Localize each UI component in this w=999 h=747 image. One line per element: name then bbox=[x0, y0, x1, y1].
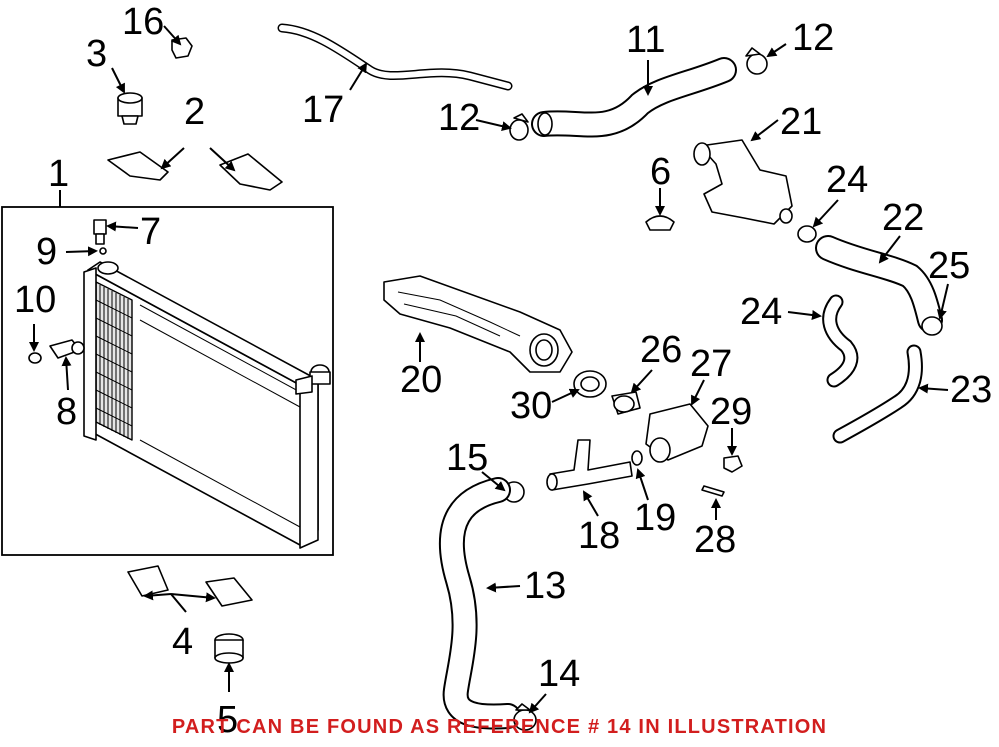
part-26-thermostat bbox=[611, 391, 641, 415]
callout-27: 27 bbox=[690, 343, 732, 385]
callout-9: 9 bbox=[36, 231, 57, 273]
part-22-hose bbox=[817, 237, 941, 331]
callout-18: 18 bbox=[578, 515, 620, 557]
part-9-oring bbox=[99, 247, 107, 255]
part-25-clamp-upper bbox=[797, 225, 817, 243]
callout-20: 20 bbox=[400, 359, 442, 401]
callout-23: 23 bbox=[950, 369, 992, 411]
callout-26: 26 bbox=[640, 329, 682, 371]
callout-11: 11 bbox=[626, 19, 665, 61]
callout-7: 7 bbox=[140, 211, 161, 253]
callout-25-upper: 24 bbox=[826, 159, 868, 201]
part-11-hose-end bbox=[537, 112, 553, 136]
callout-13: 13 bbox=[524, 565, 566, 607]
callout-16: 17 bbox=[302, 89, 344, 131]
part-23-hose bbox=[834, 346, 921, 442]
callout-19: 19 bbox=[634, 497, 676, 539]
part-2-brackets bbox=[107, 151, 283, 191]
part-18-pipe bbox=[546, 439, 633, 491]
callout-28: 28 bbox=[694, 519, 736, 561]
callout-3: 3 bbox=[86, 33, 107, 75]
part-10-oring bbox=[28, 352, 42, 364]
part-11-hose bbox=[533, 59, 735, 136]
callout-5: 5 bbox=[217, 699, 238, 741]
part-12-clamp-right bbox=[745, 47, 768, 75]
radiator-box bbox=[1, 206, 334, 556]
part-7-drain-plug bbox=[93, 219, 107, 245]
part-5-mount bbox=[214, 633, 244, 664]
callout-14: 14 bbox=[538, 653, 580, 695]
part-19-oring bbox=[631, 450, 643, 466]
callout-29: 29 bbox=[710, 391, 752, 433]
part-25-clamp-lower bbox=[921, 316, 943, 336]
part-20-housing bbox=[383, 275, 573, 373]
callout-1: 1 bbox=[48, 153, 69, 195]
part-4-brackets bbox=[127, 565, 253, 607]
radiator-core bbox=[83, 261, 331, 549]
part-14-clamp bbox=[513, 703, 537, 731]
callout-6: 6 bbox=[650, 151, 671, 193]
callout-labels: 16 3 2 1 7 9 10 8 4 5 17 11 12 12 21 6 2… bbox=[14, 1, 992, 741]
part-3-mount bbox=[117, 92, 143, 125]
callout-15: 15 bbox=[446, 437, 488, 479]
callout-12-left: 12 bbox=[438, 97, 480, 139]
callout-21: 21 bbox=[780, 101, 822, 143]
part-27-housing bbox=[645, 403, 709, 463]
part-24-hose bbox=[824, 296, 857, 386]
callout-17: 16 bbox=[122, 1, 164, 43]
callout-24: 24 bbox=[740, 291, 782, 333]
part-6-cap bbox=[645, 215, 675, 231]
reference-notice: PART CAN BE FOUND AS REFERENCE # 14 IN I… bbox=[171, 716, 828, 738]
part-29-sensor bbox=[723, 455, 743, 473]
callout-30: 30 bbox=[510, 385, 552, 427]
part-16-rod bbox=[279, 25, 511, 89]
part-8-fitting bbox=[49, 339, 85, 359]
part-17-clip bbox=[171, 37, 193, 59]
callout-2: 2 bbox=[184, 91, 205, 133]
callout-22: 22 bbox=[882, 197, 924, 239]
callout-4: 4 bbox=[172, 621, 193, 663]
callout-25-lower: 25 bbox=[928, 245, 970, 287]
part-12-clamp-left bbox=[509, 113, 529, 141]
callout-10: 10 bbox=[14, 279, 56, 321]
callout-12-right: 12 bbox=[792, 17, 834, 59]
part-21-housing bbox=[693, 139, 793, 225]
part-30-gasket bbox=[573, 370, 607, 398]
leader-lines bbox=[29, 25, 949, 714]
callout-8: 8 bbox=[56, 391, 77, 433]
part-13-hose bbox=[440, 479, 519, 728]
part-28-stud bbox=[701, 485, 725, 497]
